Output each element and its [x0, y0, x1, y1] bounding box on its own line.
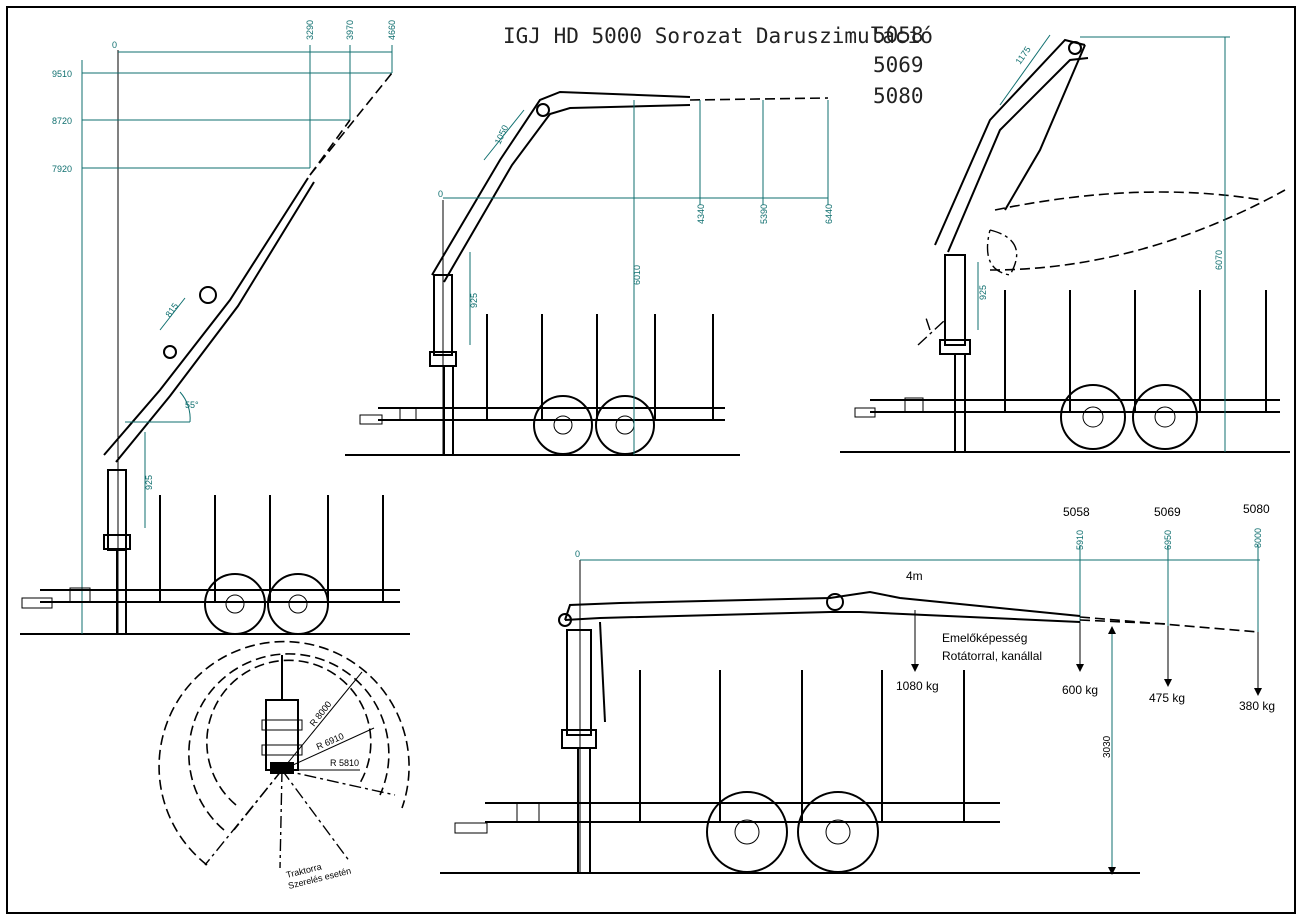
view-4-capacity: 0 5058 5069 5080 5910 6950 8000 4m — [440, 502, 1275, 875]
model-label-2: 5069 — [873, 53, 924, 77]
view1-dim-815: 815 — [163, 301, 180, 319]
view-3-folded: 6070 1175 925 — [840, 34, 1290, 453]
view1-dim-925: 925 — [144, 475, 154, 490]
view2-reach-5390: 5390 — [759, 204, 769, 224]
load-380: 380 kg — [1239, 699, 1275, 713]
plan-view-slewing: R 8000 R 6910 R 5810 Traktorra Szerelés … — [158, 640, 410, 891]
view2-reach-4340: 4340 — [696, 204, 706, 224]
load-1080: 1080 kg — [896, 679, 939, 693]
view4-model-5058: 5058 — [1063, 505, 1090, 519]
load-600: 600 kg — [1062, 683, 1098, 697]
view4-model-5080: 5080 — [1243, 502, 1270, 516]
model-label-3: 5080 — [873, 84, 924, 108]
model-label-1: 5058 — [873, 23, 924, 47]
view3-height: 6070 — [1214, 250, 1224, 270]
view2-reach-6440: 6440 — [824, 204, 834, 224]
view4-reach-6950: 6950 — [1163, 530, 1173, 550]
view1-reach-3970: 3970 — [345, 20, 355, 40]
view-2-horizontal-reach: 0 4340 5390 6440 6010 105 — [345, 90, 834, 456]
view4-origin: 0 — [575, 549, 580, 559]
view4-reach-5910: 5910 — [1075, 530, 1085, 550]
load-475: 475 kg — [1149, 691, 1185, 705]
view4-model-5069: 5069 — [1154, 505, 1181, 519]
plan-radius-5810: R 5810 — [330, 758, 359, 768]
view4-reach-8000: 8000 — [1253, 528, 1263, 548]
drawing-title: IGJ HD 5000 Sorozat Daruszimuláció — [503, 24, 933, 48]
plan-radius-6910: R 6910 — [315, 731, 346, 752]
view1-height-7920: 7920 — [52, 164, 72, 174]
view4-height: 3030 — [1102, 735, 1113, 758]
capacity-title: Emelőképesség — [942, 631, 1027, 645]
view-1-vertical-reach: 0 9510 8720 7920 3290 3970 4660 — [20, 20, 410, 635]
view1-origin: 0 — [112, 40, 117, 50]
view2-dim-1050: 1050 — [493, 123, 511, 145]
view1-reach-4660: 4660 — [387, 20, 397, 40]
capacity-subtitle: Rotátorral, kanállal — [942, 649, 1042, 663]
view3-dim-925: 925 — [978, 285, 988, 300]
view2-height: 6010 — [632, 265, 642, 285]
view2-origin: 0 — [438, 189, 443, 199]
view1-height-8720: 8720 — [52, 116, 72, 126]
sheet-frame — [6, 6, 1296, 914]
view4-boom-length: 4m — [906, 569, 923, 583]
view1-reach-3290: 3290 — [305, 20, 315, 40]
view2-dim-925: 925 — [469, 293, 479, 308]
view1-angle: 55° — [185, 400, 199, 410]
plan-radius-8000: R 8000 — [308, 699, 334, 728]
view1-height-9510: 9510 — [52, 69, 72, 79]
